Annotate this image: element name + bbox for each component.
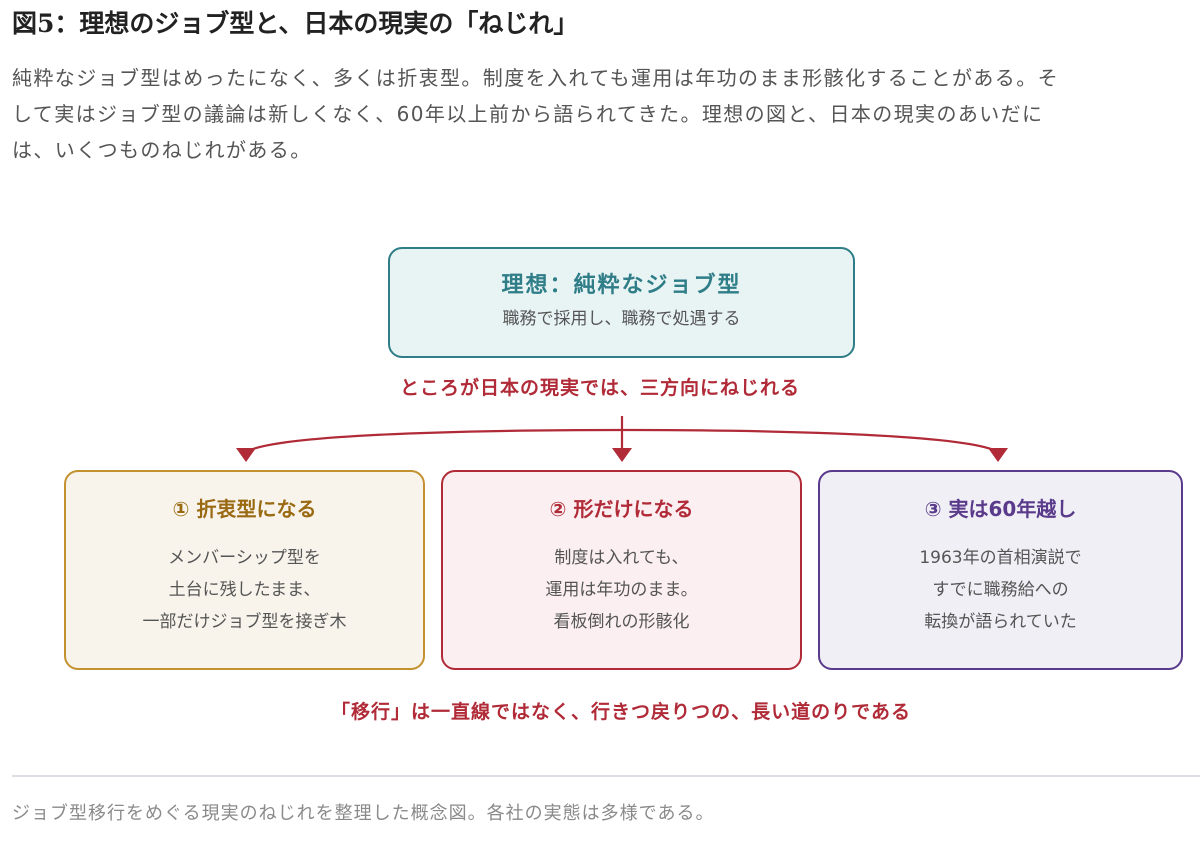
twist-box-line: すでに職務給への bbox=[932, 580, 1069, 600]
intro-line: して実はジョブ型の議論は新しくなく、60年以上前から語られてきた。理想の図と、日… bbox=[12, 102, 1044, 126]
twist-box-line: 運用は年功のまま。 bbox=[545, 580, 698, 600]
ideal-box: 理想：純粋なジョブ型 職務で採用し、職務で処遇する bbox=[388, 247, 855, 358]
twist-box-line: 一部だけジョブ型を接ぎ木 bbox=[142, 612, 347, 632]
twist-box-line: 看板倒れの形骸化 bbox=[553, 612, 690, 632]
twist-box-title: ② 形だけになる bbox=[549, 497, 694, 521]
arrow-right bbox=[621, 428, 999, 453]
twist-box-sixty-years: ③ 実は60年越し 1963年の首相演説で すでに職務給への 転換が語られていた bbox=[818, 470, 1183, 670]
twist-box-body: 1963年の首相演説で すでに職務給への 転換が語られていた bbox=[820, 542, 1181, 638]
intro-line: は、いくつものねじれがある。 bbox=[12, 138, 312, 162]
twist-box-line: 転換が語られていた bbox=[924, 612, 1077, 632]
twist-box-compromise: ① 折衷型になる メンバーシップ型を 土台に残したまま、 一部だけジョブ型を接ぎ… bbox=[64, 470, 425, 670]
figure-title: 図5：理想のジョブ型と、日本の現実の「ねじれ」 bbox=[12, 9, 579, 38]
caption-divider bbox=[12, 775, 1200, 777]
twist-box-line: 土台に残したまま、 bbox=[168, 580, 321, 600]
arrowhead-left bbox=[236, 448, 256, 462]
intro-line: 純粋なジョブ型はめったになく、多くは折衷型。制度を入れても運用は年功のまま形骸化… bbox=[12, 66, 1059, 90]
twist-box-title: ① 折衷型になる bbox=[172, 497, 317, 521]
twist-box-title: ③ 実は60年越し bbox=[924, 497, 1077, 521]
ideal-box-body: 職務で採用し、職務で処遇する bbox=[502, 309, 741, 329]
twist-box-body: メンバーシップ型を 土台に残したまま、 一部だけジョブ型を接ぎ木 bbox=[66, 542, 423, 638]
twist-box-body: 制度は入れても、 運用は年功のまま。 看板倒れの形骸化 bbox=[443, 542, 800, 638]
twist-box-formality: ② 形だけになる 制度は入れても、 運用は年功のまま。 看板倒れの形骸化 bbox=[441, 470, 802, 670]
conclusion-text: 「移行」は一直線ではなく、行きつ戻りつの、長い道のりである bbox=[330, 701, 911, 723]
arrowhead-center bbox=[612, 448, 632, 462]
arrowhead-right bbox=[988, 448, 1008, 462]
intro-paragraph: 純粋なジョブ型はめったになく、多くは折衷型。制度を入れても運用は年功のまま形骸化… bbox=[12, 60, 1200, 168]
ideal-box-title: 理想：純粋なジョブ型 bbox=[501, 272, 742, 298]
arrow-left bbox=[245, 428, 623, 453]
twist-box-line: 1963年の首相演説で bbox=[919, 548, 1082, 568]
twist-box-line: メンバーシップ型を bbox=[168, 548, 321, 568]
connector-text: ところが日本の現実では、三方向にねじれる bbox=[399, 377, 800, 399]
figure-caption: ジョブ型移行をめぐる現実のねじれを整理した概念図。各社の実態は多様である。 bbox=[12, 803, 715, 824]
branch-arrows bbox=[236, 416, 1008, 462]
twist-box-line: 制度は入れても、 bbox=[554, 548, 689, 568]
